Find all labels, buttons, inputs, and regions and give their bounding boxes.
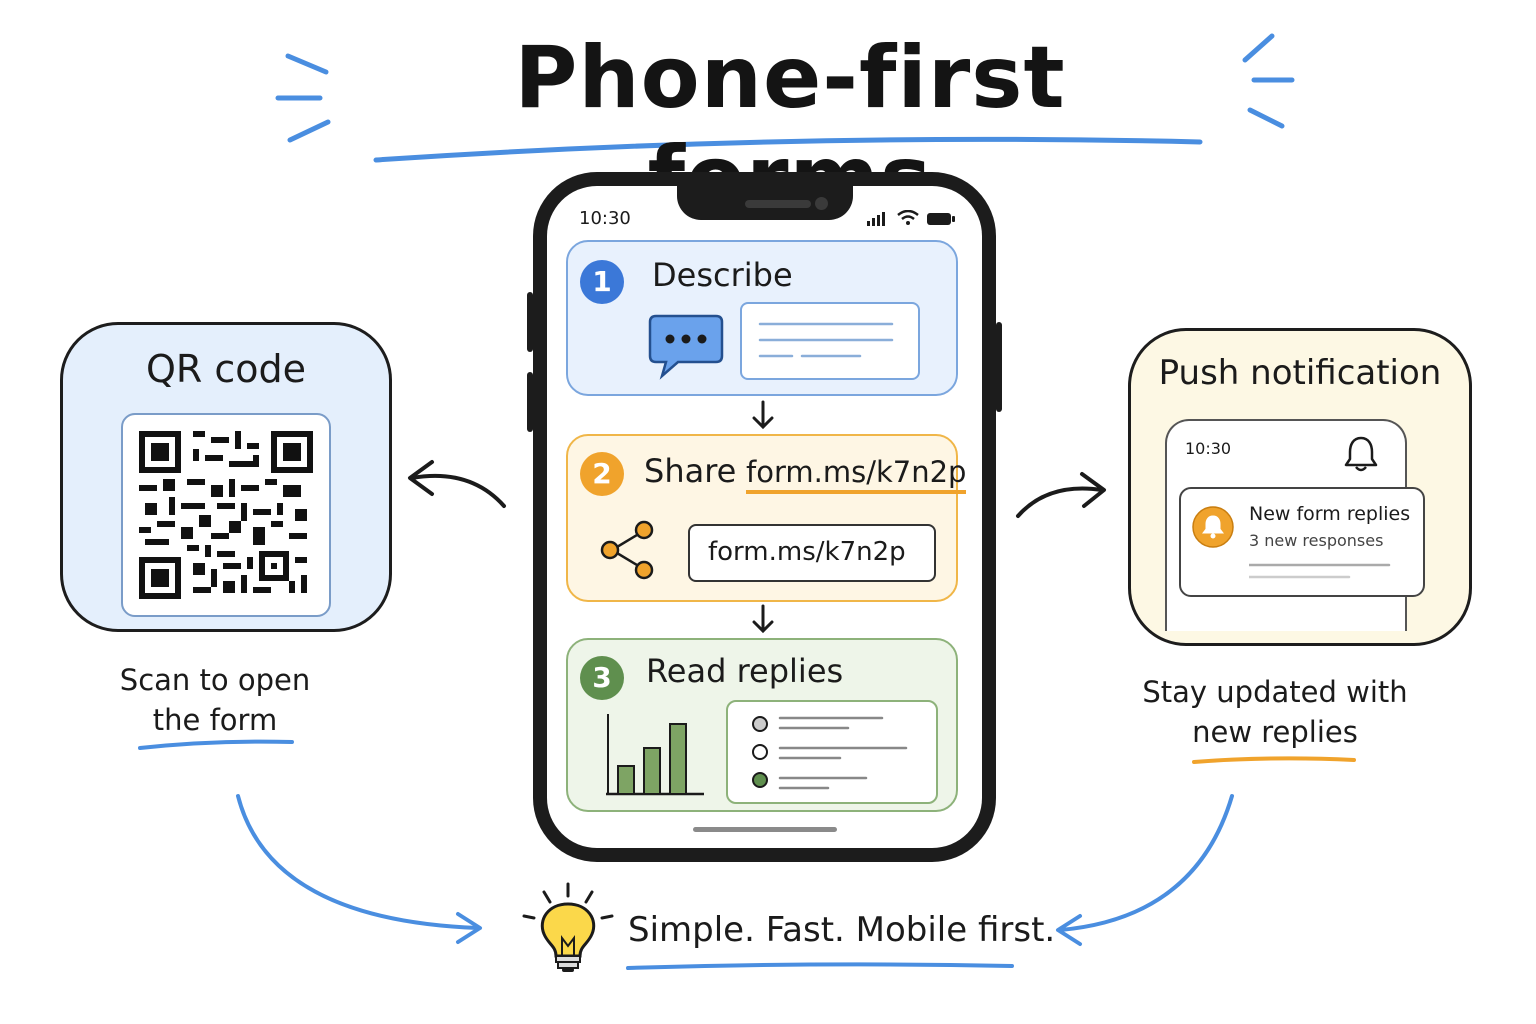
phone: 10:30 1 Describe xyxy=(527,172,1002,862)
notification-bell-icon xyxy=(1192,506,1234,548)
wifi-icon xyxy=(897,210,919,225)
battery-icon xyxy=(927,213,955,225)
notification-caption: Stay updated with new replies xyxy=(1130,672,1420,752)
qr-code-frame xyxy=(121,413,331,617)
bell-icon xyxy=(1344,436,1378,472)
step-label-read-replies: Read replies xyxy=(646,652,844,690)
step-read-replies: 3 Read replies xyxy=(566,638,958,812)
arrow-down-icon xyxy=(752,400,774,430)
step-number-2: 2 xyxy=(580,452,624,496)
step-label-share: Share xyxy=(644,452,737,490)
chat-bubble-icon xyxy=(648,314,724,380)
phone-side-button xyxy=(527,292,533,352)
notification-card-title: Push notification xyxy=(1158,353,1442,393)
qr-caption-line1: Scan to open xyxy=(119,663,311,697)
title-sparks-left xyxy=(275,53,331,143)
replies-list-icon xyxy=(752,716,908,790)
push-notification-card: Push notification 10:30 New form replies… xyxy=(1128,328,1472,646)
qr-code-card: QR code xyxy=(60,322,392,632)
notification-caption-underline xyxy=(1192,756,1356,764)
qr-card-title: QR code xyxy=(145,347,307,391)
step-number-3: 3 xyxy=(580,656,624,700)
footer-tagline: Simple. Fast. Mobile first. xyxy=(628,910,1056,950)
arrow-down-icon xyxy=(752,604,774,634)
qr-code-icon xyxy=(139,431,313,599)
phone-screen: 10:30 1 Describe xyxy=(547,184,982,848)
phone-power-button xyxy=(996,322,1002,412)
arrow-left-to-footer xyxy=(236,794,480,930)
step-share: 2 Share form.ms/k7n2p form.ms/k7n2p xyxy=(566,434,967,602)
arrow-right-to-footer xyxy=(1058,794,1234,932)
step-describe: 1 Describe xyxy=(566,240,958,396)
status-time: 10:30 xyxy=(579,208,631,229)
mini-phone-time: 10:30 xyxy=(1185,439,1232,458)
notification-banner[interactable]: New form replies 3 new responses xyxy=(1179,487,1425,597)
notification-subtitle: 3 new responses xyxy=(1249,531,1384,550)
arrow-to-qr xyxy=(410,473,506,508)
replies-list-box xyxy=(726,700,938,804)
home-indicator xyxy=(693,827,837,832)
lightbulb-icon xyxy=(522,882,614,972)
qr-caption-line2: the form xyxy=(152,703,278,737)
notification-title: New form replies xyxy=(1249,503,1411,525)
footer-underline xyxy=(626,962,1014,970)
qr-caption: Scan to open the form xyxy=(80,660,350,740)
description-text-box xyxy=(740,302,920,380)
qr-caption-underline xyxy=(138,739,294,750)
text-lines-placeholder xyxy=(758,322,894,358)
phone-side-button xyxy=(527,372,533,432)
share-icon xyxy=(600,520,654,580)
step-number-1: 1 xyxy=(580,260,624,304)
phone-camera xyxy=(815,197,828,210)
notification-caption-line2: new replies xyxy=(1192,715,1358,749)
notification-caption-line1: Stay updated with xyxy=(1142,675,1408,709)
share-link-field[interactable]: form.ms/k7n2p xyxy=(688,524,936,582)
signal-icon xyxy=(867,212,885,226)
title-sparks-right xyxy=(1242,33,1295,129)
step-label-describe: Describe xyxy=(652,256,793,294)
title-underline xyxy=(373,136,1203,163)
phone-speaker xyxy=(745,200,811,208)
notification-text-lines xyxy=(1249,563,1391,579)
bar-chart-icon xyxy=(606,714,704,796)
arrow-to-notification xyxy=(1016,486,1104,518)
share-link-text[interactable]: form.ms/k7n2p xyxy=(746,454,967,494)
